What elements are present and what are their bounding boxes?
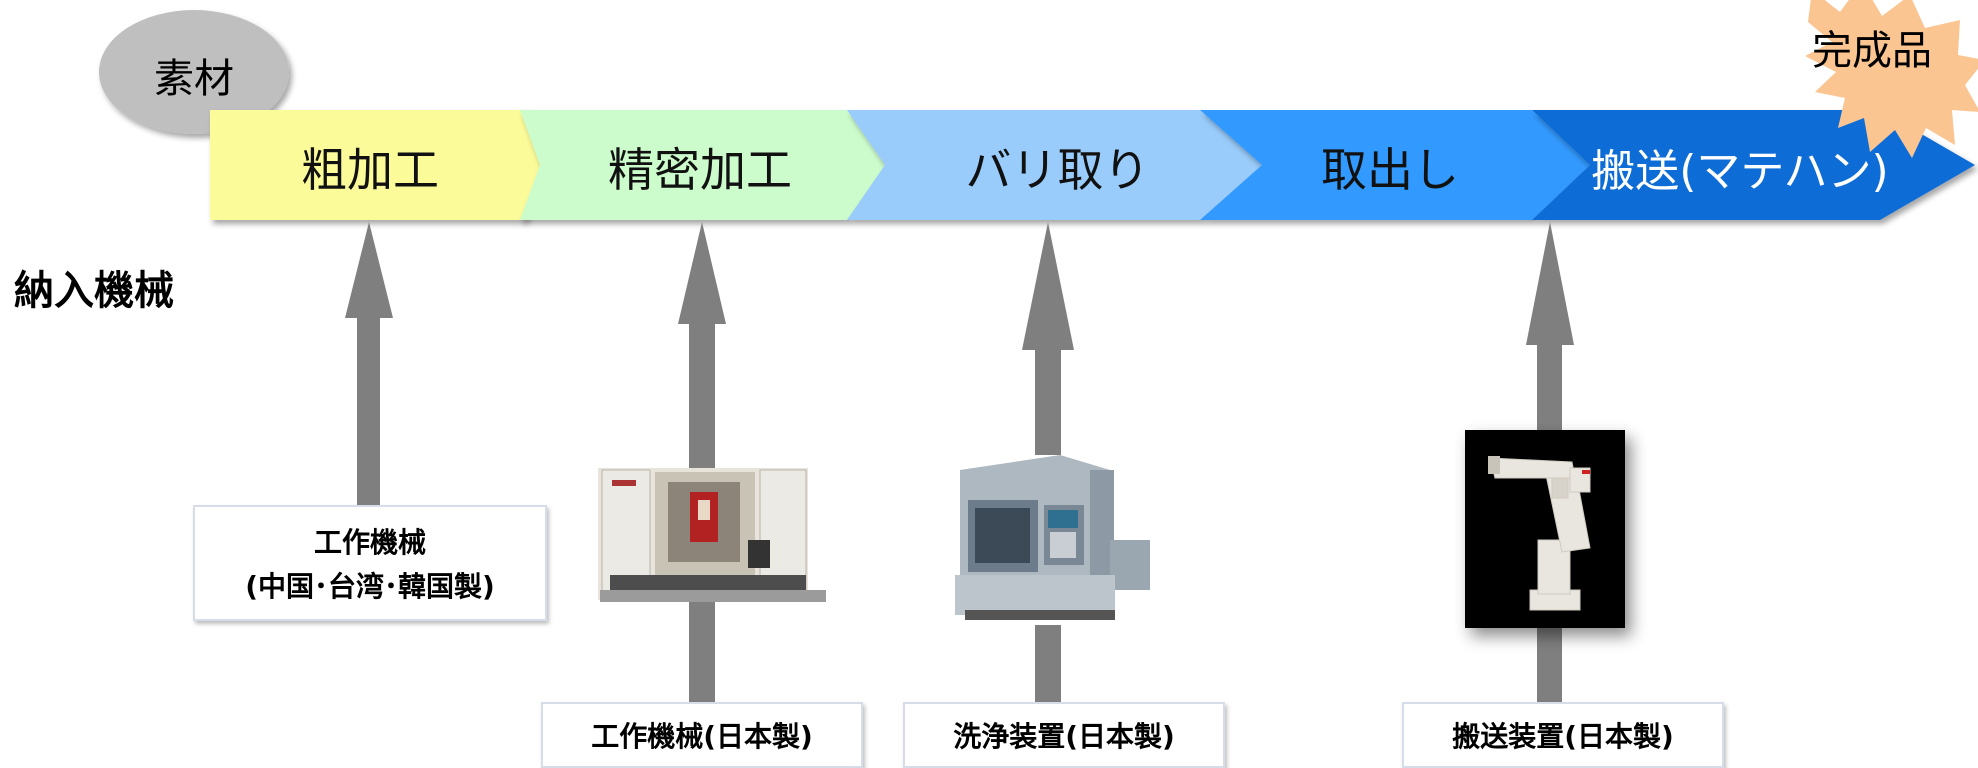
washing-unit-photo: [948, 455, 1153, 625]
process-step-deburr: [847, 110, 1262, 220]
step-label-transport: 搬送(マテハン): [1591, 146, 1889, 197]
material-oval: [99, 10, 289, 134]
step-label-deburr: バリ取り: [965, 143, 1150, 197]
finished-burst: [1805, 0, 1978, 158]
machine-box-transport: 搬送装置(日本製): [1402, 702, 1724, 768]
step-label-precision: 精密加工: [608, 143, 792, 197]
process-step-takeout: [1200, 110, 1590, 220]
delivered-machines-label: 納入機械: [14, 268, 174, 314]
step-label-takeout: 取出し: [1321, 143, 1459, 197]
transfer-robot-photo: [1465, 430, 1625, 628]
step-label-rough: 粗加工: [301, 143, 439, 197]
finished-label: 完成品: [1812, 28, 1932, 74]
process-step-transport: [1532, 110, 1975, 220]
machine-box-rough-line2: (中国･台湾･韓国製): [245, 570, 495, 603]
process-step-precision: [520, 110, 885, 220]
arrow-rough: [345, 222, 393, 505]
machine-box-rough: 工作機械 (中国･台湾･韓国製): [193, 505, 547, 621]
process-step-rough: [210, 110, 545, 220]
arrow-precision: [678, 222, 726, 704]
machining-center-photo: [598, 468, 826, 602]
machine-box-rough-line1: 工作機械: [313, 526, 426, 559]
machine-box-deburr: 洗浄装置(日本製): [903, 702, 1225, 768]
machine-box-precision: 工作機械(日本製): [541, 702, 863, 768]
material-label: 素材: [154, 56, 234, 102]
